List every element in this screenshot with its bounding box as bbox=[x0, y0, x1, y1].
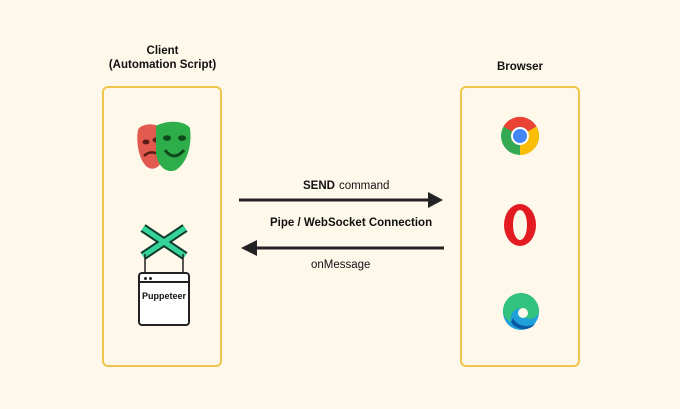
browser-title: Browser bbox=[496, 61, 544, 73]
puppeteer-label: Puppeteer bbox=[141, 291, 186, 301]
opera-icon bbox=[504, 204, 536, 246]
client-title: Client (Automation Script) bbox=[95, 44, 230, 72]
connection-arrows bbox=[239, 192, 444, 256]
puppeteer-browser-box: Puppeteer bbox=[138, 272, 190, 326]
client-panel: Puppeteer bbox=[102, 86, 222, 367]
puppeteer-icon: Puppeteer bbox=[135, 222, 193, 328]
channel-label: Pipe / WebSocket Connection bbox=[270, 217, 433, 229]
client-title-line2: (Automation Script) bbox=[108, 59, 217, 71]
send-keyword: SEND bbox=[303, 180, 335, 192]
send-arrow-head bbox=[428, 192, 443, 208]
receive-arrow-head bbox=[241, 240, 257, 256]
edge-icon bbox=[502, 292, 539, 330]
chrome-icon bbox=[501, 116, 540, 156]
playwright-masks-icon bbox=[137, 121, 191, 172]
client-title-line1: Client bbox=[146, 45, 179, 57]
on-message-label: onMessage bbox=[311, 259, 371, 271]
send-rest: command bbox=[338, 180, 390, 192]
browser-panel bbox=[460, 86, 580, 367]
